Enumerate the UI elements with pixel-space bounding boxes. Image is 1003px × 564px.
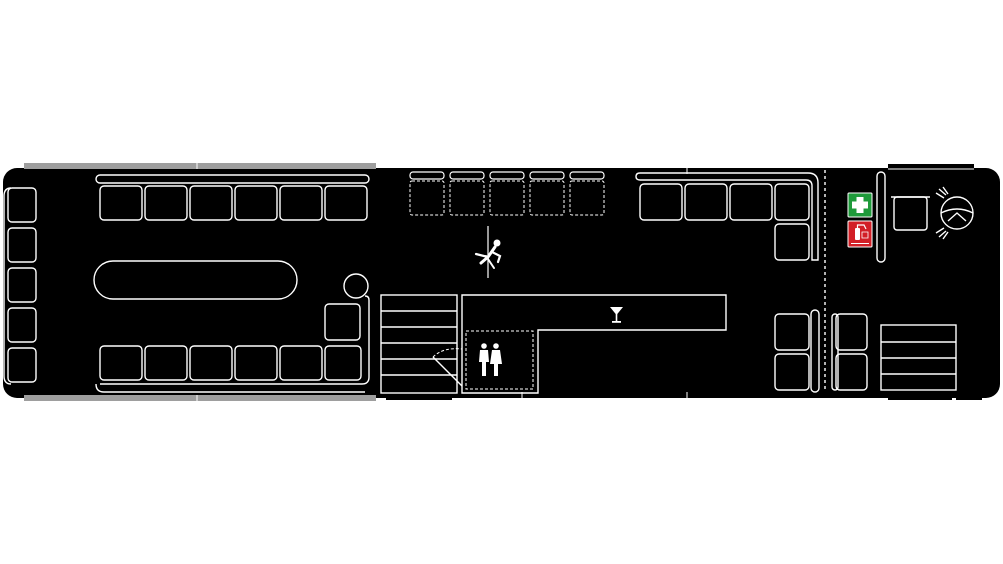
lounge-side-seat [324, 303, 361, 341]
steering-wheel-icon [935, 186, 974, 240]
lounge-bottom-seat-3 [189, 345, 233, 381]
lounge-table [93, 260, 298, 300]
fold-seat-back-1 [409, 171, 445, 180]
front-top-seat-3 [729, 183, 773, 221]
lounge-bottom-backrest [95, 295, 370, 393]
toilet-door-swing [432, 356, 463, 387]
guide-seat-backrest [831, 313, 839, 391]
rear-seat-1 [7, 187, 37, 223]
round-side-table [343, 273, 369, 299]
door-bottom-front [888, 395, 952, 400]
rear-seat-2 [7, 227, 37, 263]
fold-seat-3 [489, 180, 525, 216]
lounge-bottom-seat-5 [279, 345, 323, 381]
lounge-top-seat-5 [279, 185, 323, 221]
toilet-room [465, 330, 534, 390]
fold-seat-5 [569, 180, 605, 216]
lounge-bottom-seat-1 [99, 345, 143, 381]
door-top-front [888, 164, 974, 169]
lounge-top-seat-3 [189, 185, 233, 221]
fold-seat-back-2 [449, 171, 485, 180]
cocktail-glass-icon [610, 307, 623, 323]
first-aid-icon [847, 192, 873, 218]
front-top-seat-4 [774, 183, 810, 221]
staircase [380, 294, 458, 394]
fire-extinguisher-icon [847, 220, 873, 248]
toilet-icon [479, 343, 502, 376]
driver-partition [876, 171, 886, 263]
front-bottom-backrest [810, 309, 820, 393]
rear-seat-4 [7, 307, 37, 343]
fold-seat-1 [409, 180, 445, 216]
lounge-bottom-seat-6 [324, 345, 362, 381]
front-bottom-seat-2 [774, 353, 810, 391]
lounge-top-seat-4 [234, 185, 278, 221]
fold-seat-2 [449, 180, 485, 216]
door-bottom-middle [386, 395, 452, 400]
bar-counter [461, 294, 727, 394]
pole-dancer-icon [474, 226, 502, 278]
lounge-bottom-seat-4 [234, 345, 278, 381]
fold-seat-4 [529, 180, 565, 216]
lounge-top-backrest [95, 174, 370, 184]
fold-seat-back-3 [489, 171, 525, 180]
front-top-backrest [635, 172, 819, 261]
front-top-seat-5 [774, 223, 810, 261]
front-bottom-seat-1 [774, 313, 810, 351]
guide-seat-1 [835, 313, 868, 351]
front-top-seat-1 [639, 183, 683, 221]
lounge-bottom-seat-2 [144, 345, 188, 381]
window-strip-bottom [24, 395, 376, 401]
lounge-top-seat-6 [324, 185, 368, 221]
rear-seat-5 [7, 347, 37, 383]
front-top-seat-2 [684, 183, 728, 221]
lounge-top-seat-1 [99, 185, 143, 221]
bus-body [3, 168, 1000, 398]
rear-bench-backrest [3, 187, 12, 385]
guide-seat-2 [835, 353, 868, 391]
lounge-top-seat-2 [144, 185, 188, 221]
rear-seat-3 [7, 267, 37, 303]
window-strip-top [24, 163, 376, 169]
fold-seat-back-4 [529, 171, 565, 180]
fold-seat-back-5 [569, 171, 605, 180]
